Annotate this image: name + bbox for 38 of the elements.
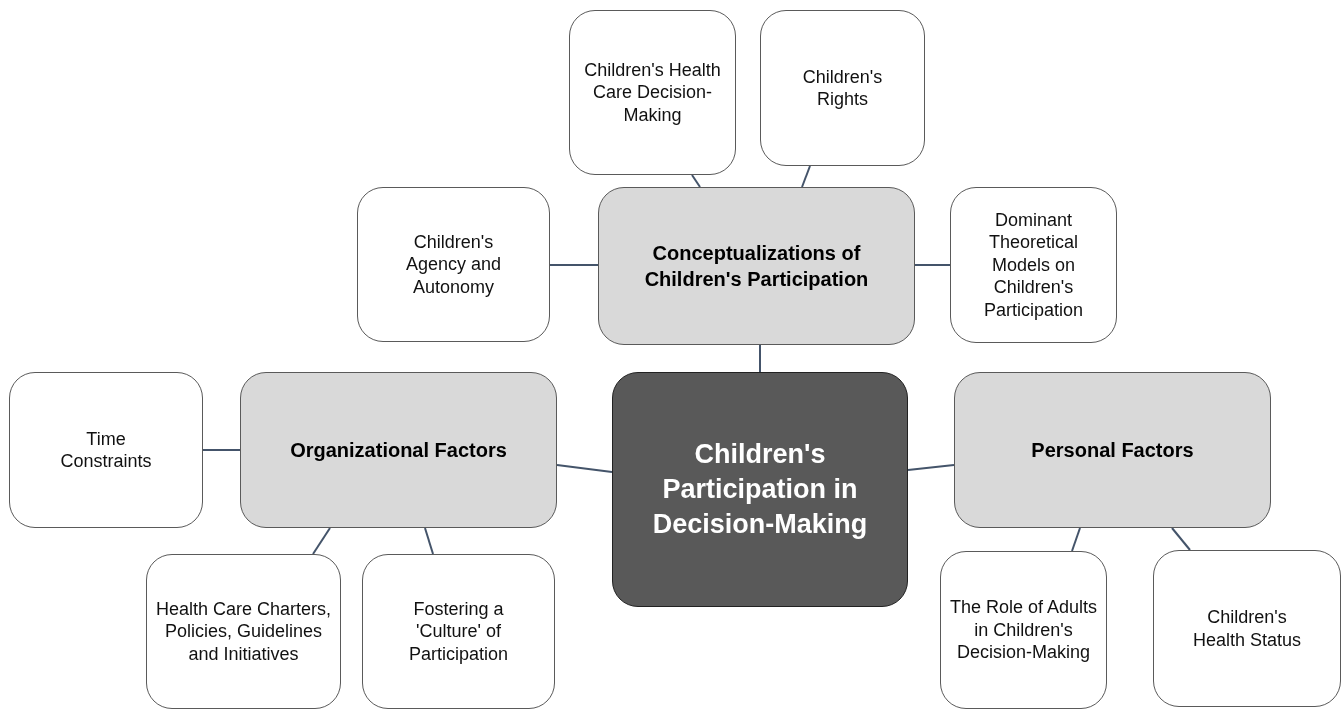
subtopic-box (357, 187, 550, 342)
subtopic-box (9, 372, 203, 528)
subtopic-box (1153, 550, 1341, 707)
category-box (598, 187, 915, 345)
node-text: Conceptualizations of Children's Participation (643, 241, 870, 292)
category-box (240, 372, 557, 528)
subtopic-box (146, 554, 341, 709)
connector-line (556, 464, 613, 473)
node-text: Time Constraints (59, 427, 153, 473)
node-text: Dominant Theoretical Models on Children's Participation (982, 208, 1085, 322)
subtopic-box (950, 187, 1117, 343)
node-text: Personal Factors (1031, 438, 1194, 463)
connector-line (424, 527, 434, 555)
node-text: Children's Rights (801, 65, 884, 111)
node-text: Children's Agency and Autonomy (404, 230, 503, 299)
subtopic-box (940, 551, 1107, 709)
node-text: Children's Participation in Decision-Making (651, 437, 869, 542)
category-box (954, 372, 1271, 528)
node-text: Health Care Charters, Policies, Guidelines and Initiatives (155, 597, 332, 666)
connector-line (801, 165, 811, 188)
connector-line (691, 174, 701, 188)
connector-line (549, 264, 599, 266)
subtopic-box (362, 554, 555, 709)
node-text: Children's Health Status (1191, 606, 1303, 651)
node-text: Fostering a 'Culture' of Participation (407, 597, 510, 666)
connector-line (914, 264, 951, 266)
central-topic-box (612, 372, 908, 607)
connector-line (1071, 527, 1081, 552)
node-text: Organizational Factors (290, 438, 507, 463)
connector-line (202, 449, 241, 451)
connector-line (312, 527, 331, 555)
connector-line (907, 464, 955, 471)
node-text: The Role of Adults in Children's Decision-Making (949, 596, 1098, 664)
subtopic-box (569, 10, 736, 175)
node-text: Children's Health Care Decision-Making (583, 58, 722, 127)
connector-line (1171, 527, 1191, 551)
subtopic-box (760, 10, 925, 166)
connector-line (759, 344, 761, 373)
